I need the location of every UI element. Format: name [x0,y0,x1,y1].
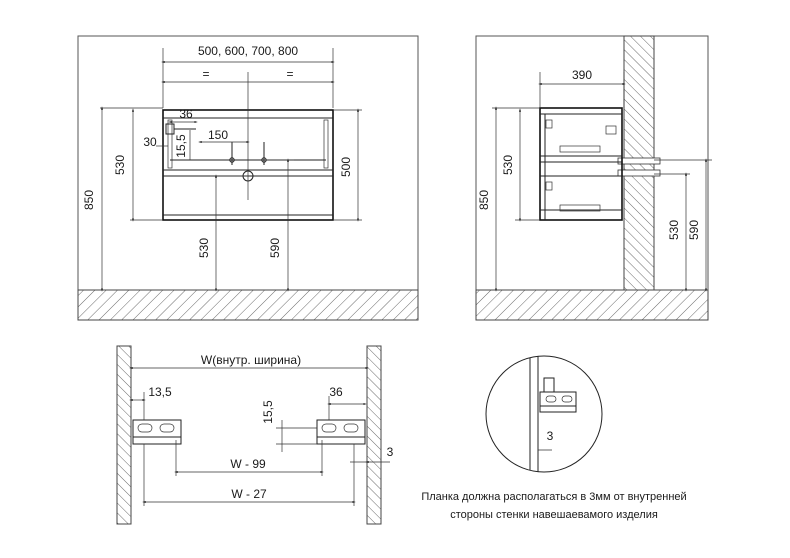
front-eq-left: = [202,67,209,81]
front-eq-right: = [286,67,293,81]
front-view: 500, 600, 700, 800 = = 36 30 150 15,5 53… [77,35,419,321]
side-view: 390 530 850 530 590 [475,35,712,321]
side-dim-850: 850 [477,190,491,210]
right-wall-hatch [366,345,382,525]
detail-dim-3: 3 [547,429,554,443]
bracket-dim-w27: W - 27 [231,487,267,501]
pipe-upper [617,157,661,165]
bracket-dim-w99: W - 99 [230,457,266,471]
front-width-dim: 500, 600, 700, 800 [198,44,298,58]
front-dim-590: 590 [268,238,282,258]
side-floor-hatch [475,289,709,321]
bracket-view: W(внутр. ширина) 13,5 36 15,5 3 [116,345,394,525]
side-dim-390: 390 [572,68,592,82]
detail-view: 3 [485,355,603,473]
bracket-dim-13-5: 13,5 [148,385,172,399]
bracket-width-label: W(внутр. ширина) [201,353,301,367]
front-dim-530-bottom: 530 [197,238,211,258]
bracket-dim-36: 36 [329,385,343,399]
front-dim-530-left: 530 [113,155,127,175]
front-dim-150: 150 [208,128,228,142]
note-line-1: Планка должна располагаться в 3мм от вну… [421,491,686,503]
front-dim-30: 30 [143,135,157,149]
side-dim-590: 590 [687,220,701,240]
side-dim-530: 530 [667,220,681,240]
side-cabinet [539,107,623,221]
detail-bracket [539,391,577,413]
front-floor-hatch [77,289,419,321]
left-wall-hatch [116,345,132,525]
front-dim-36: 36 [179,107,193,121]
front-dim-500: 500 [339,157,353,177]
side-dim-530-upper: 530 [501,155,515,175]
right-bracket [316,419,366,445]
front-dim-850: 850 [82,190,96,210]
note-line-2: стороны стенки навешаевамого изделия [450,509,658,521]
front-dim-15-5: 15,5 [174,134,188,158]
detail-circle [485,355,603,473]
pipe-lower [617,169,661,177]
left-bracket [132,419,182,445]
bracket-dim-3: 3 [387,445,394,459]
bracket-dim-15-5: 15,5 [261,400,275,424]
